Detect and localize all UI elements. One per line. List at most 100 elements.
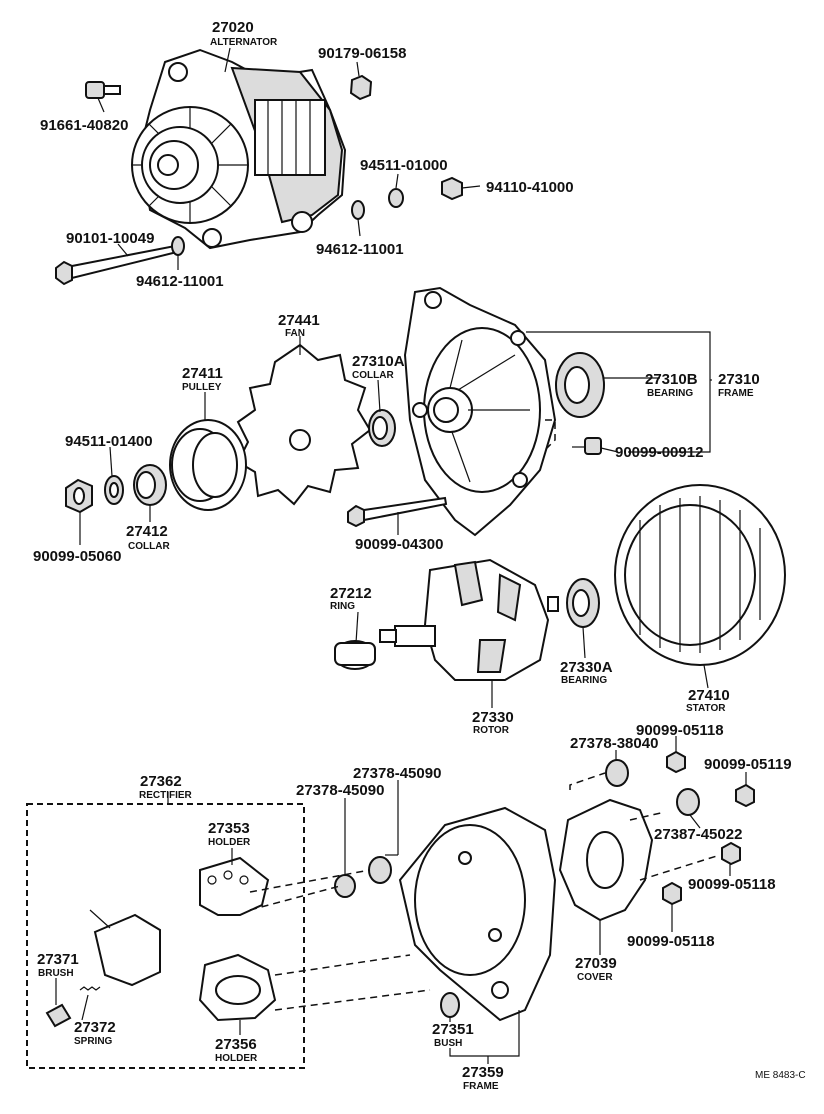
label-27330A-name: BEARING (561, 675, 607, 686)
label-90099-05060: 90099-05060 (33, 548, 121, 565)
label-27212-name: RING (330, 601, 355, 612)
leader-lines (55, 47, 747, 1064)
label-27410-number: 27410 (688, 687, 730, 704)
label-27351-number: 27351 (432, 1021, 474, 1038)
fan-27441 (236, 343, 372, 506)
screw-90099-00912 (572, 437, 602, 455)
label-27310-number: 27310 (718, 371, 760, 388)
label-27410-name: STATOR (686, 703, 726, 714)
collar-27310A (368, 409, 396, 447)
label-27412-name: COLLAR (128, 541, 170, 552)
label-90179-06158: 90179-06158 (318, 45, 406, 62)
brush-holder-assembly (89, 909, 161, 987)
label-27356-name: HOLDER (215, 1053, 258, 1064)
label-94110-41000: 94110-41000 (486, 179, 574, 196)
labels: 27020 ALTERNATOR 90179-06158 91661-40820… (33, 19, 806, 1092)
rear-frame-27359 (398, 806, 557, 1022)
nut-90099-05060 (65, 478, 93, 514)
drive-end-frame (403, 286, 557, 537)
bolt-27387-45022 (676, 788, 700, 816)
label-90099-00912: 90099-00912 (615, 444, 703, 461)
label-27378-45090-b: 27378-45090 (353, 765, 441, 782)
washer-94612-11001-a (351, 200, 365, 220)
label-90099-05118-b: 90099-05118 (688, 876, 776, 893)
label-27356-number: 27356 (215, 1036, 257, 1053)
label-27441-name: FAN (285, 328, 305, 339)
label-27387-45022: 27387-45022 (654, 826, 742, 843)
label-27378-45090-a: 27378-45090 (296, 782, 384, 799)
nut-90099-05118-c (662, 881, 682, 906)
cover-27039 (558, 798, 654, 922)
nut-90099-05119 (735, 783, 755, 808)
label-27362-name: RECTIFIER (139, 790, 193, 801)
pulley-27411 (169, 419, 247, 511)
label-27330A-number: 27330A (560, 659, 613, 676)
label-90099-04300: 90099-04300 (355, 536, 443, 553)
stator-27410 (614, 484, 786, 666)
holder-27356 (198, 953, 277, 1022)
label-27441-number: 27441 (278, 312, 320, 329)
nut-90099-05118-b (721, 841, 741, 866)
alignment-lines (249, 419, 721, 1011)
label-94511-01000: 94511-01000 (360, 157, 448, 174)
label-27351-name: BUSH (434, 1038, 462, 1049)
label-91661-40820: 91661-40820 (40, 117, 128, 134)
label-27371-number: 27371 (37, 951, 79, 968)
spring-27372 (79, 986, 101, 991)
insulator-27378-38040 (605, 759, 629, 787)
nut-90099-05118-a (666, 750, 686, 774)
brush-27371 (45, 1003, 72, 1028)
label-27020-name: ALTERNATOR (210, 37, 278, 48)
washer-94511-01000 (388, 188, 404, 208)
diagram-reference-code: ME 8483-C (755, 1070, 806, 1081)
label-27353-name: HOLDER (208, 837, 251, 848)
label-27212-number: 27212 (330, 585, 372, 602)
bearing-27310B (555, 352, 605, 418)
label-27310B-number: 27310B (645, 371, 698, 388)
label-94511-01400: 94511-01400 (65, 433, 153, 450)
rectifier-group-box (26, 803, 305, 1069)
bearing-27330A (566, 578, 600, 628)
label-94612-11001-a: 94612-11001 (316, 241, 404, 258)
label-90101-10049: 90101-10049 (66, 230, 154, 247)
label-27310A-name: COLLAR (352, 370, 394, 381)
label-27039-name: COVER (577, 972, 613, 983)
label-27039-number: 27039 (575, 955, 617, 972)
label-27353-number: 27353 (208, 820, 250, 837)
label-27411-number: 27411 (182, 365, 223, 382)
label-27310B-name: BEARING (647, 388, 693, 399)
bolt-91661-40820 (85, 81, 121, 99)
label-90099-05119: 90099-05119 (704, 756, 792, 773)
label-27411-name: PULLEY (182, 382, 222, 393)
label-27310A-number: 27310A (352, 353, 405, 370)
nut-90179-06158 (349, 74, 373, 101)
label-27378-38040: 27378-38040 (570, 735, 658, 752)
alternator-assembly (131, 48, 347, 250)
label-94612-11001-b: 94612-11001 (136, 273, 224, 290)
label-27330-name: ROTOR (473, 725, 510, 736)
label-27372-number: 27372 (74, 1019, 116, 1036)
holder-27353 (199, 856, 270, 916)
insulator-27378-45090-b (368, 856, 392, 884)
collar-27412 (133, 464, 167, 506)
rotor-27330 (379, 558, 559, 681)
label-90099-05118-a: 90099-05118 (636, 722, 724, 739)
label-27362-number: 27362 (140, 773, 182, 790)
label-90099-05118-c: 90099-05118 (627, 933, 715, 950)
label-27310-name: FRAME (718, 388, 754, 399)
bush-27351 (440, 992, 460, 1018)
label-27020-number: 27020 (212, 19, 254, 36)
insulator-27378-45090-a (334, 874, 356, 898)
label-27371-name: BRUSH (38, 968, 74, 979)
ring-27212 (334, 640, 376, 670)
label-27359-number: 27359 (462, 1064, 504, 1081)
nut-94110-41000 (441, 176, 463, 201)
washer-94511-01400 (104, 475, 124, 505)
bolt-90099-04300 (347, 496, 448, 528)
label-27330-number: 27330 (472, 709, 514, 726)
washer-94612-11001-b (171, 236, 185, 256)
label-27412-number: 27412 (126, 523, 168, 540)
label-27372-name: SPRING (74, 1036, 113, 1047)
